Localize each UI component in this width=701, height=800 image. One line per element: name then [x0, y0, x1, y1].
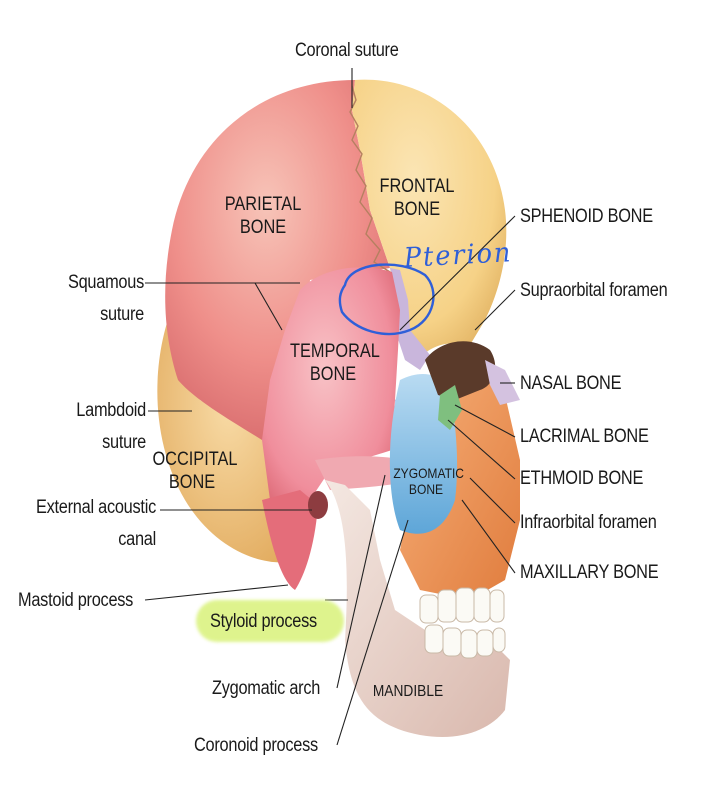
orbit-region: [425, 341, 496, 400]
label-sphenoid-bone: SPHENOID BONE: [520, 206, 653, 227]
lacrimal-bone-region: [438, 385, 462, 430]
label-lacrimal-bone: LACRIMAL BONE: [520, 426, 649, 447]
acoustic-canal-hole: [308, 491, 328, 519]
teeth: [419, 587, 506, 659]
label-coronal-suture: Coronal suture: [295, 40, 399, 61]
label-nasal-bone: NASAL BONE: [520, 373, 622, 394]
label-infraorbital-foramen: Infraorbital foramen: [520, 512, 657, 533]
maxilla-region: [400, 370, 520, 600]
label-pterion: Pterion: [403, 237, 514, 274]
coronal-suture-line: [349, 85, 391, 273]
frontal-bone-region: [352, 79, 507, 360]
mandible-region: [325, 480, 510, 738]
label-supraorbital-foramen: Supraorbital foramen: [520, 280, 668, 301]
mastoid-process-region: [262, 490, 318, 590]
occipital-bone-region: [157, 300, 300, 563]
label-ethmoid-bone: ETHMOID BONE: [520, 468, 644, 489]
styloid-highlight: [196, 600, 344, 642]
label-styloid-process: Styloid process: [210, 611, 317, 632]
parietal-bone-region: [165, 80, 390, 440]
label-maxillary-bone: MAXILLARY BONE: [520, 562, 659, 583]
sphenoid-bone-region: [390, 268, 430, 370]
label-coronoid-process: Coronoid process: [194, 735, 318, 756]
leader-lines: [144, 68, 516, 746]
label-zygomatic-arch: Zygomatic arch: [212, 678, 321, 699]
label-mastoid-process: Mastoid process: [18, 590, 134, 611]
pterion-circle: [338, 263, 435, 336]
label-mandible: MANDIBLE: [372, 683, 444, 700]
